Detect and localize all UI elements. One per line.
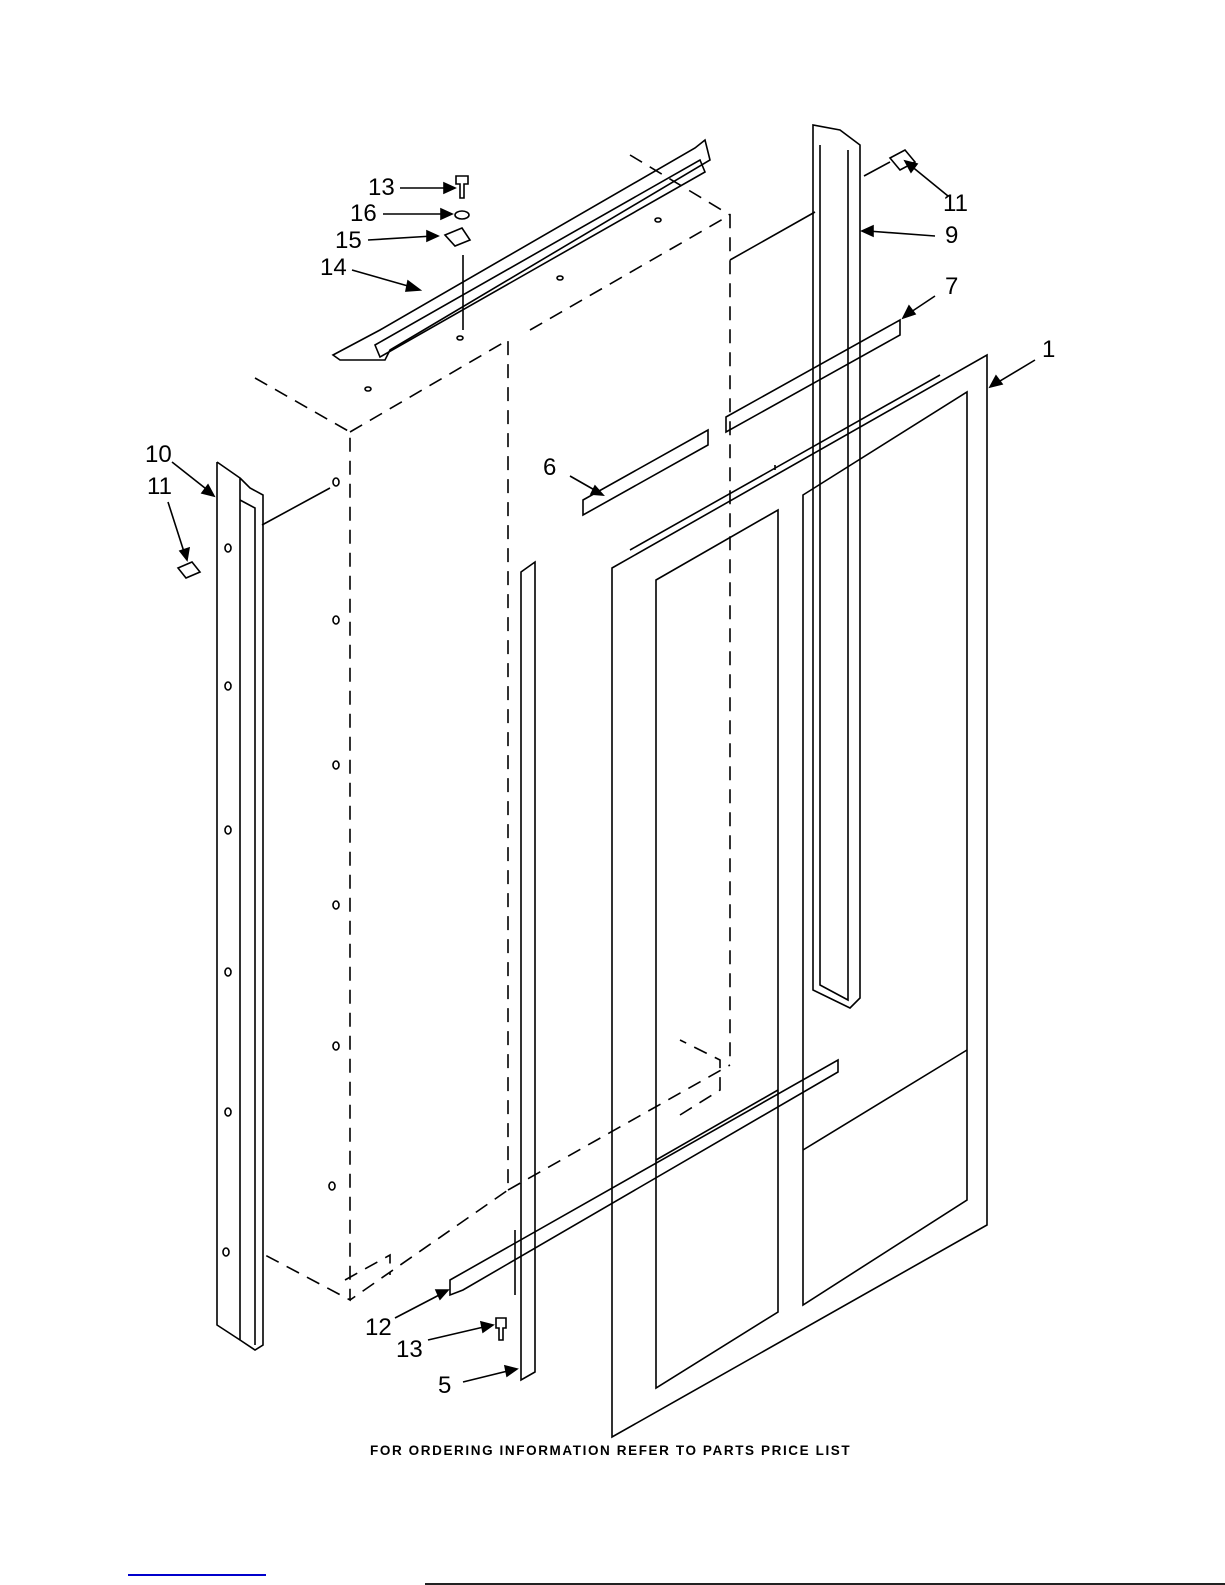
bottom-rule — [425, 1583, 1225, 1585]
vertical-channel-part-9 — [812, 124, 861, 1009]
strip-part-5 — [520, 560, 536, 1382]
clip-part-15 — [443, 227, 472, 247]
callout-14-top-rail: 14 — [320, 254, 347, 281]
washer-part-16 — [454, 210, 470, 220]
link-underline[interactable] — [128, 1574, 266, 1576]
fasteners — [176, 148, 917, 1341]
callout-13-screw-bottom: 13 — [396, 1336, 423, 1363]
callout-13-screw-top: 13 — [368, 174, 395, 201]
top-rail-part-14 — [331, 138, 711, 361]
callout-6-seal: 6 — [543, 454, 557, 481]
callout-15-clip: 15 — [335, 227, 362, 254]
seal-part-7 — [725, 318, 901, 434]
callout-11-screw-left: 11 — [147, 473, 172, 500]
screw-part-11-right — [888, 148, 917, 172]
callout-5-strip: 5 — [438, 1372, 452, 1399]
screw-part-11-left — [176, 561, 202, 579]
vertical-channel-part-10 — [216, 461, 264, 1351]
callout-16-washer: 16 — [350, 200, 377, 227]
seal-part-6 — [582, 428, 709, 517]
callout-12-bottom-rail: 12 — [365, 1314, 392, 1341]
callout-11-screw-right: 11 — [943, 190, 968, 217]
callout-7-seal: 7 — [945, 273, 959, 300]
callout-10-channel: 10 — [145, 441, 172, 468]
bottom-rail-part-12 — [449, 1058, 839, 1297]
callout-9-channel: 9 — [945, 222, 959, 249]
screw-part-13-bottom — [495, 1317, 507, 1341]
callout-1-frame: 1 — [1042, 336, 1056, 363]
ordering-info-footer: FOR ORDERING INFORMATION REFER TO PARTS … — [370, 1443, 852, 1458]
frame-part-1 — [611, 353, 988, 1439]
cabinet-outline — [254, 154, 731, 1302]
leader-lines — [167, 159, 1036, 1383]
mounting-holes — [222, 217, 662, 1257]
screw-part-13-top — [455, 175, 469, 199]
